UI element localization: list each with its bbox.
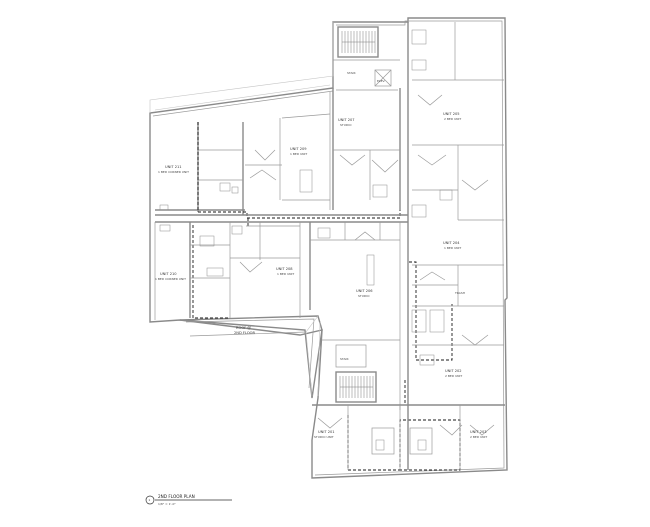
unit-203-name: UNIT 203 bbox=[470, 430, 487, 434]
drawing-title-block: 1 2ND FLOOR PLAN 1/8" = 1'-0" bbox=[145, 494, 232, 506]
stair-mid-label: STAIR bbox=[340, 357, 349, 361]
roof-note-line2: 2ND FLOOR bbox=[234, 331, 255, 335]
drawing-title: 2ND FLOOR PLAN bbox=[158, 494, 195, 499]
unit-209-type: 1 BED UNIT bbox=[290, 152, 307, 156]
drawing-marker-circle bbox=[145, 495, 155, 505]
unit-210-name: UNIT 210 bbox=[160, 272, 177, 276]
unit-208-type: 1 BED UNIT bbox=[277, 272, 294, 276]
unit-202-name: UNIT 202 bbox=[445, 369, 462, 373]
unit-211-name: UNIT 211 bbox=[165, 165, 182, 169]
unit-204-name: UNIT 204 bbox=[443, 241, 460, 245]
unit-labels: UNIT 211 1 BED CORNER UNIT UNIT 210 1 BE… bbox=[155, 112, 487, 439]
studio-207-block bbox=[332, 88, 401, 210]
unit-201-name: UNIT 201 bbox=[318, 430, 335, 434]
unit-211-type: 1 BED CORNER UNIT bbox=[158, 170, 189, 174]
unit-205-type: 2 BED UNIT bbox=[444, 117, 461, 121]
unit-201-type: STUDIO UNIT bbox=[314, 435, 334, 439]
room-labels: STAIR ELEV. STAIR ROOF @ 2ND FLOOR TRASH bbox=[234, 71, 465, 361]
unit-206-name: UNIT 206 bbox=[356, 289, 373, 293]
top-stair bbox=[333, 26, 400, 87]
unit-202-type: 2 BED UNIT bbox=[445, 374, 462, 378]
unit-208-name: UNIT 208 bbox=[276, 267, 293, 271]
stair-top-label: STAIR bbox=[347, 71, 356, 75]
unit-204-type: 1 BED UNIT bbox=[444, 246, 461, 250]
roof-area bbox=[179, 315, 323, 399]
studio-206-block bbox=[309, 222, 401, 320]
roof-note-line1: ROOF @ bbox=[236, 326, 251, 330]
drawing-scale: 1/8" = 1'-0" bbox=[158, 502, 176, 506]
lower-left-wing bbox=[154, 222, 301, 320]
unit-203-type: 2 BED UNIT bbox=[470, 435, 487, 439]
mid-stair bbox=[322, 320, 401, 410]
unit-206-type: STUDIO bbox=[358, 294, 370, 298]
exterior-walls bbox=[149, 17, 508, 479]
unit-210-type: 1 BED CORNER UNIT bbox=[155, 277, 186, 281]
central-corridor bbox=[155, 214, 408, 227]
unit-209-name: UNIT 209 bbox=[290, 147, 307, 151]
elevator-label: ELEV. bbox=[377, 79, 385, 83]
bottom-units bbox=[312, 404, 505, 470]
unit-205-name: UNIT 205 bbox=[443, 112, 460, 116]
unit-207-name: UNIT 207 bbox=[338, 118, 355, 122]
trash-label: TRASH bbox=[454, 291, 465, 295]
unit-207-type: STUDIO bbox=[340, 123, 352, 127]
egress-route bbox=[192, 122, 461, 471]
drawing-marker-number: 1 bbox=[148, 498, 150, 502]
